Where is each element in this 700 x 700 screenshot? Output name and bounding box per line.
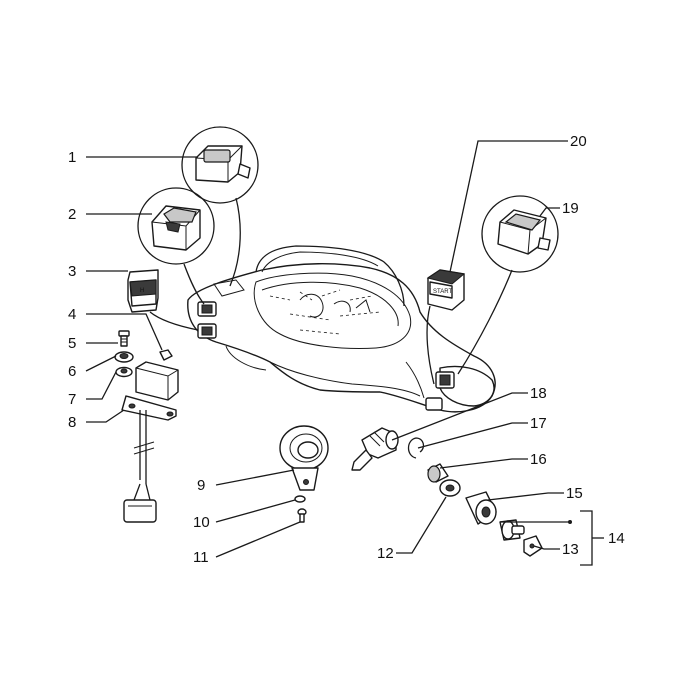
handlebar-cover	[187, 245, 496, 413]
callout-16: 16	[530, 451, 547, 468]
callout-18: 18	[530, 385, 547, 402]
callout-12: 12	[377, 545, 394, 562]
part-7-nut	[115, 366, 133, 378]
leader-lines	[85, 140, 604, 566]
part-5-screw	[118, 330, 130, 347]
part-13-connector	[523, 535, 543, 557]
part-10-washer	[294, 495, 306, 503]
part-8-relay	[121, 361, 179, 523]
part-16-grommet	[427, 463, 449, 483]
callout-19: 19	[562, 200, 579, 217]
callout-11: 11	[193, 549, 209, 566]
part-9-horn	[279, 425, 329, 491]
part-15-bulb-holder	[465, 491, 497, 525]
callout-4: 4	[68, 306, 76, 323]
callout-3: 3	[68, 263, 76, 280]
bullet-dot	[568, 520, 572, 524]
callout-6: 6	[68, 363, 76, 380]
callout-17: 17	[530, 415, 547, 432]
part-18-lamp-socket	[351, 427, 399, 471]
callout-2: 2	[68, 206, 76, 223]
callout-20: 20	[570, 133, 587, 150]
part-20-start-button: START	[426, 269, 466, 385]
callout-7: 7	[68, 391, 76, 408]
part-11-screw	[297, 508, 307, 523]
part-6-washer	[114, 351, 134, 363]
callout-10: 10	[193, 514, 210, 531]
callout-14: 14	[608, 530, 625, 547]
part-2-switch	[137, 187, 215, 305]
callout-1: 1	[68, 149, 76, 166]
start-button-text: START	[433, 289, 452, 295]
callout-8: 8	[68, 414, 76, 431]
part-12-washer	[439, 479, 461, 497]
callout-13: 13	[562, 541, 579, 558]
part-14-bulb-assembly	[499, 519, 525, 541]
part-17-ring	[407, 437, 425, 459]
svg-text:H: H	[140, 288, 144, 294]
part-4-clip	[159, 349, 173, 361]
callout-9: 9	[197, 477, 205, 494]
part-1-switch	[181, 126, 259, 287]
callout-labels: 1 2 3 4 5 6 7 8 9 10 11 12 13 14 15 16 1…	[68, 133, 625, 566]
part-19-switch	[457, 195, 559, 375]
callout-5: 5	[68, 335, 76, 352]
part-3-switch: H	[127, 269, 199, 331]
callout-15: 15	[566, 485, 583, 502]
